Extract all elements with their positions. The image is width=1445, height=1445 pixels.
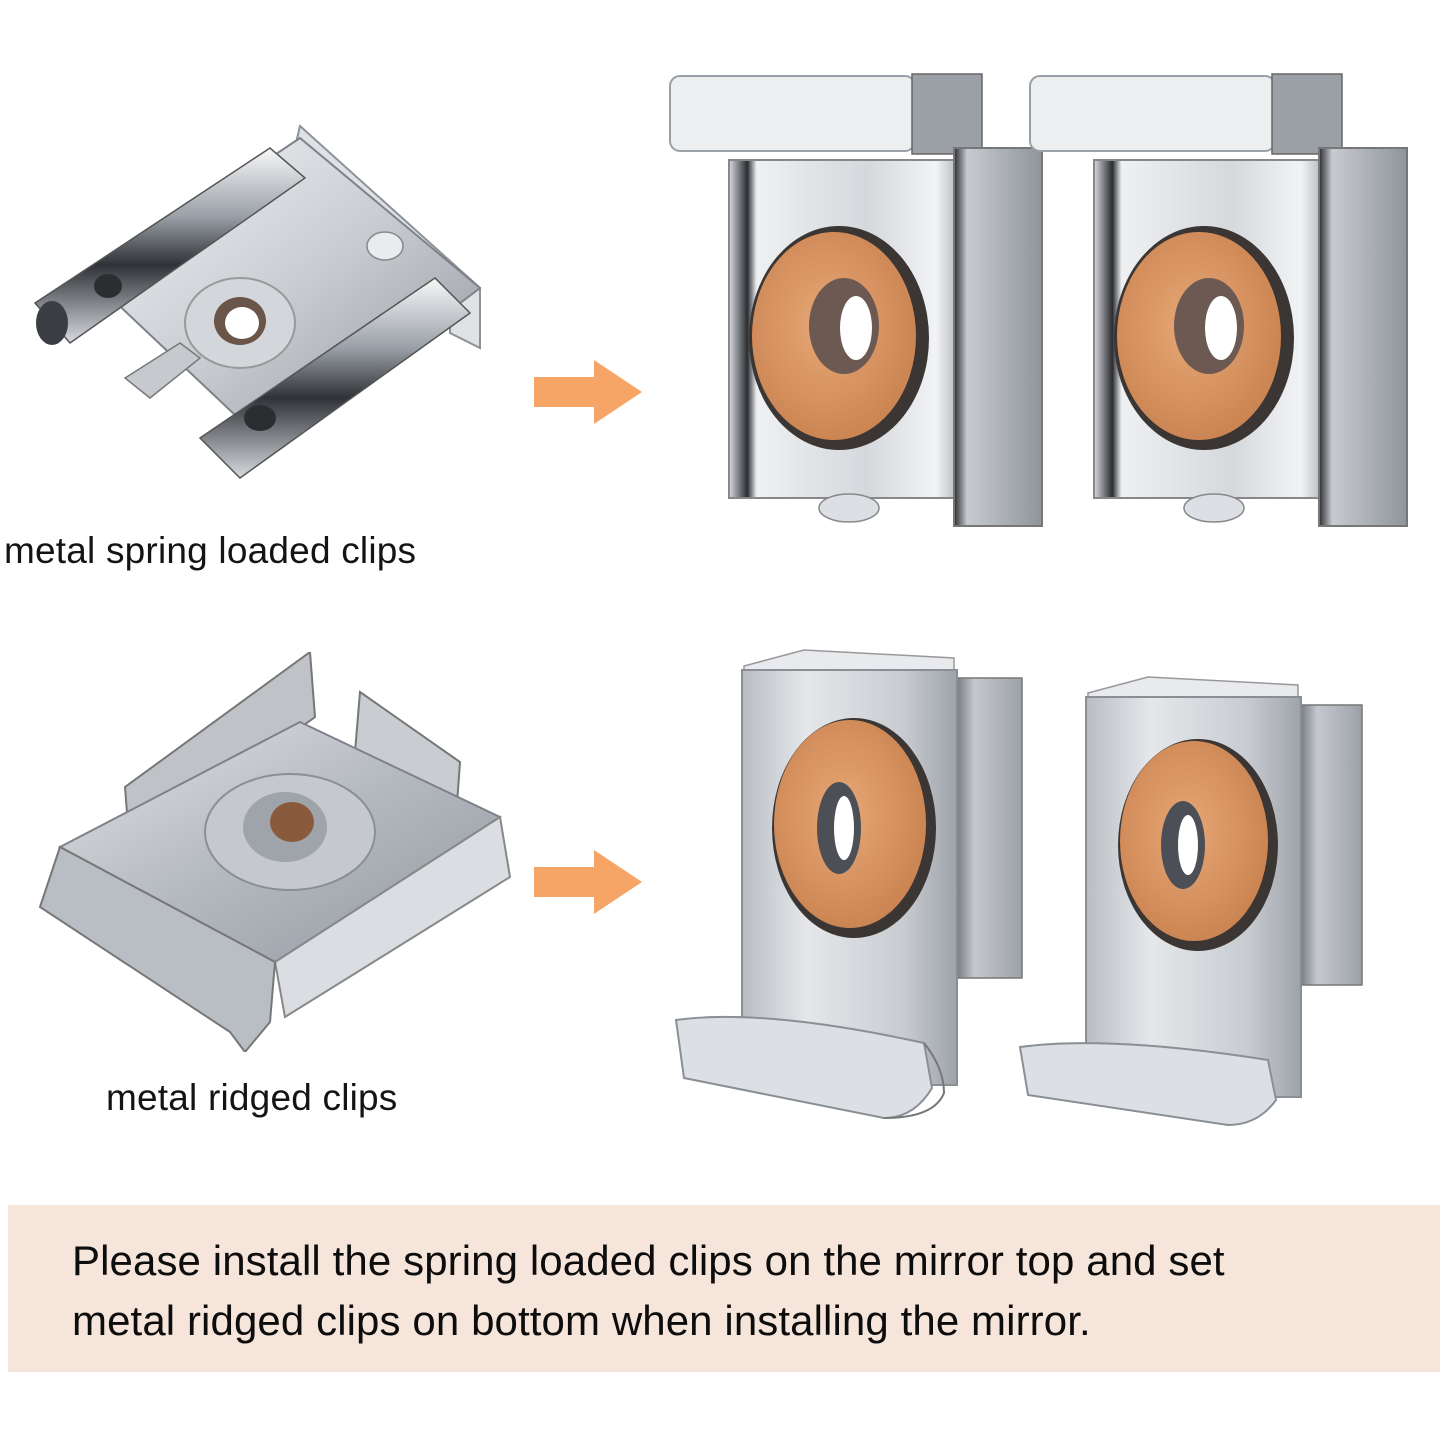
arrow-right-icon [532, 850, 642, 914]
ridged-clip-cork-1 [674, 648, 1024, 1128]
ridged-clip-cork-2 [1018, 675, 1368, 1135]
installation-note-line-2: metal ridged clips on bottom when instal… [72, 1297, 1091, 1344]
installation-note: Please install the spring loaded clips o… [72, 1231, 1225, 1351]
installation-note-box: Please install the spring loaded clips o… [8, 1205, 1440, 1372]
spring-clip-with-cork-icon [1029, 73, 1408, 527]
arrow-right-icon [532, 360, 642, 424]
ridged-clip-with-cork-icon [1018, 676, 1363, 1127]
spring-clip-cork-2 [1024, 68, 1414, 528]
ridged-clip-with-cork-icon [674, 649, 1023, 1120]
spring-clips-label: metal spring loaded clips [4, 530, 417, 571]
ridged-clips-label: metal ridged clips [106, 1077, 398, 1118]
installation-note-line-1: Please install the spring loaded clips o… [72, 1237, 1225, 1284]
ridged-clip-icon [38, 652, 512, 1052]
spring-loaded-clip-icon [33, 124, 482, 479]
spring-clip-with-cork-icon [669, 73, 1043, 527]
spring-clip-cork-1 [664, 68, 1054, 528]
ridged-clip-image [30, 652, 520, 1052]
spring-loaded-clip-image [30, 118, 510, 518]
